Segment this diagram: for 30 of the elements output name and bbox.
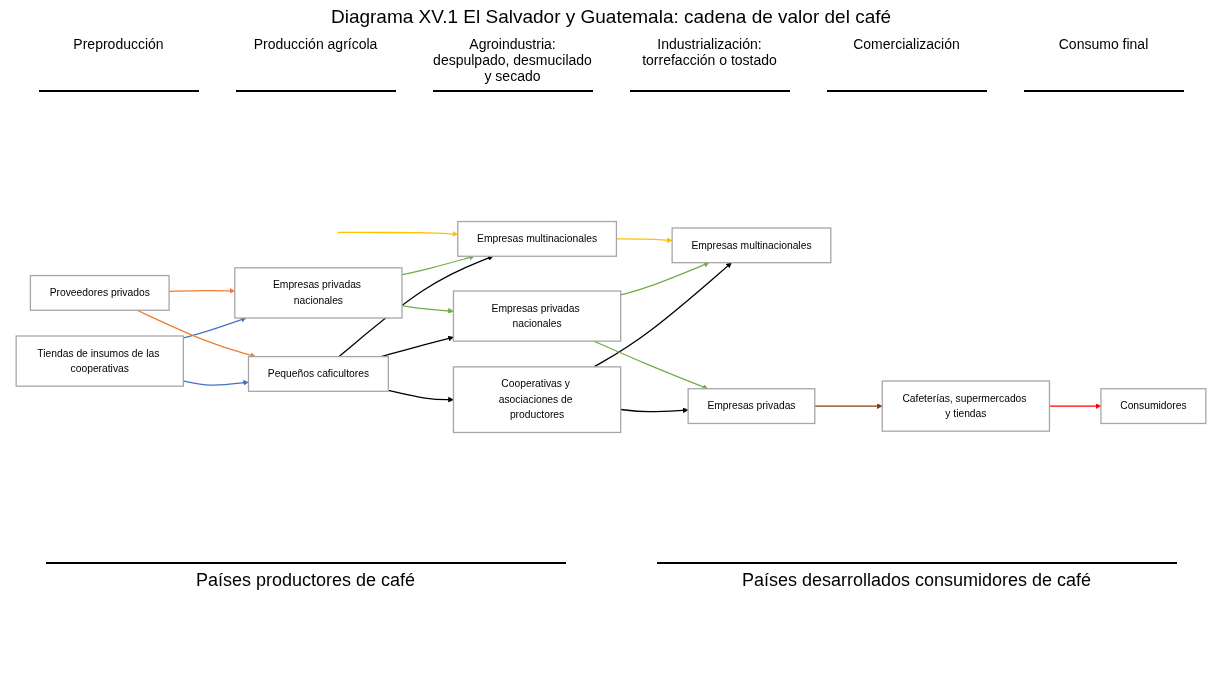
arrow — [182, 317, 247, 339]
arrow — [620, 262, 710, 296]
region-label: Países desarrollados consumidores de café — [656, 562, 1177, 591]
stage-heading: Producción agrícola — [235, 36, 396, 92]
node-box: Cafeterías, supermercados y tiendas — [881, 380, 1051, 432]
node-box: Pequeños caficultores — [247, 355, 389, 392]
arrow — [337, 231, 458, 237]
diagram-title: Diagrama XV.1 El Salvador y Guatemala: cadena de valor del café — [329, 6, 893, 28]
arrow — [387, 389, 454, 403]
node-box: Cooperativas y asociaciones de productores — [452, 366, 622, 434]
node-box: Empresas privadas nacionales — [452, 290, 622, 342]
region-label: Países productores de café — [45, 562, 566, 591]
node-box: Tiendas de insumos de las cooperativas — [15, 335, 184, 387]
node-box: Proveedores privados — [29, 274, 170, 311]
node-box: Empresas multinacionales — [671, 227, 832, 264]
arrow — [338, 255, 494, 358]
node-box: Empresas multinacionales — [457, 220, 618, 257]
arrow — [593, 340, 709, 390]
stage-heading: Agroindustria: despulpado, desmucilado y secado — [432, 36, 593, 92]
arrow — [136, 309, 256, 358]
node-box: Empresas privadas nacionales — [234, 267, 403, 319]
node-box: Consumidores — [1100, 388, 1207, 425]
arrow — [814, 403, 883, 409]
arrow — [620, 407, 689, 414]
stage-heading: Consumo final — [1023, 36, 1184, 92]
stage-heading: Industrialización: torrefacción o tostado — [629, 36, 790, 92]
stage-heading: Preproducción — [38, 36, 199, 92]
stage-heading: Comercialización — [826, 36, 987, 92]
node-box: Empresas privadas — [687, 388, 816, 425]
arrow — [593, 262, 732, 368]
